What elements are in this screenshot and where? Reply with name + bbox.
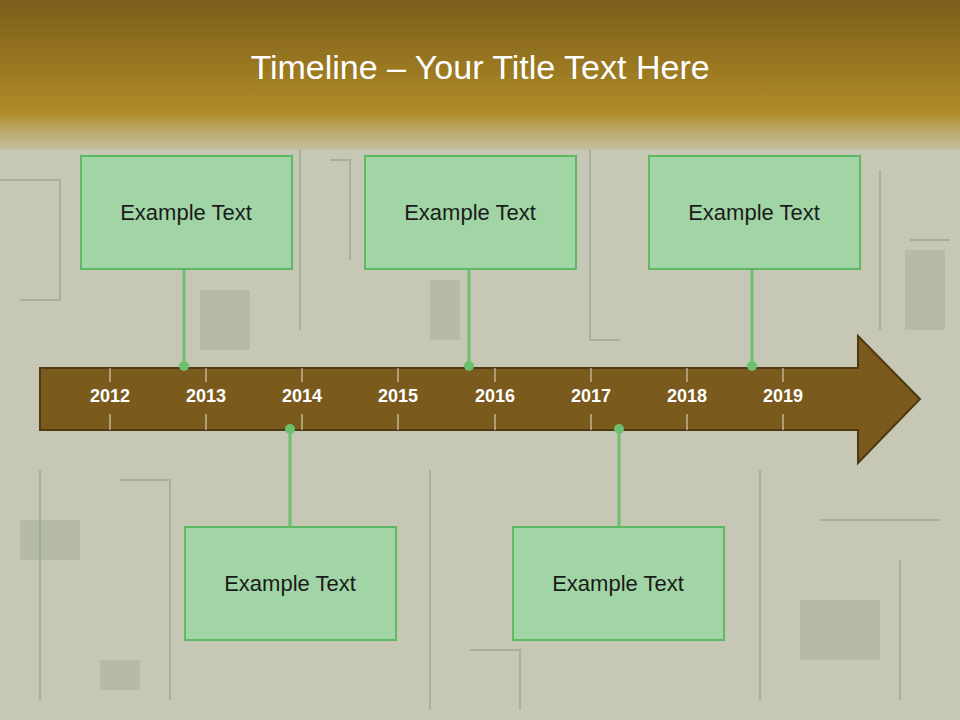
year-label: 2016 — [475, 385, 515, 407]
slide-title: Timeline – Your Title Text Here — [0, 44, 960, 90]
year-label: 2012 — [90, 385, 130, 407]
year-label: 2018 — [667, 385, 707, 407]
event-box: Example Text — [512, 526, 725, 641]
event-text: Example Text — [678, 195, 830, 230]
event-text: Example Text — [110, 195, 262, 230]
leader-lines — [184, 268, 752, 528]
year-label: 2015 — [378, 385, 418, 407]
year-label: 2017 — [571, 385, 611, 407]
year-label: 2019 — [763, 385, 803, 407]
timeline-arrow — [40, 336, 920, 463]
event-text: Example Text — [542, 566, 694, 601]
event-box: Example Text — [80, 155, 293, 270]
leader-dots — [179, 361, 757, 434]
circuit-chips — [20, 250, 945, 690]
year-label: 2013 — [186, 385, 226, 407]
header-band — [0, 0, 960, 150]
year-label: 2014 — [282, 385, 322, 407]
circuit-traces — [0, 150, 950, 710]
event-text: Example Text — [394, 195, 546, 230]
event-box: Example Text — [184, 526, 397, 641]
event-box: Example Text — [364, 155, 577, 270]
tick-marks — [110, 368, 783, 430]
event-box: Example Text — [648, 155, 861, 270]
event-text: Example Text — [214, 566, 366, 601]
